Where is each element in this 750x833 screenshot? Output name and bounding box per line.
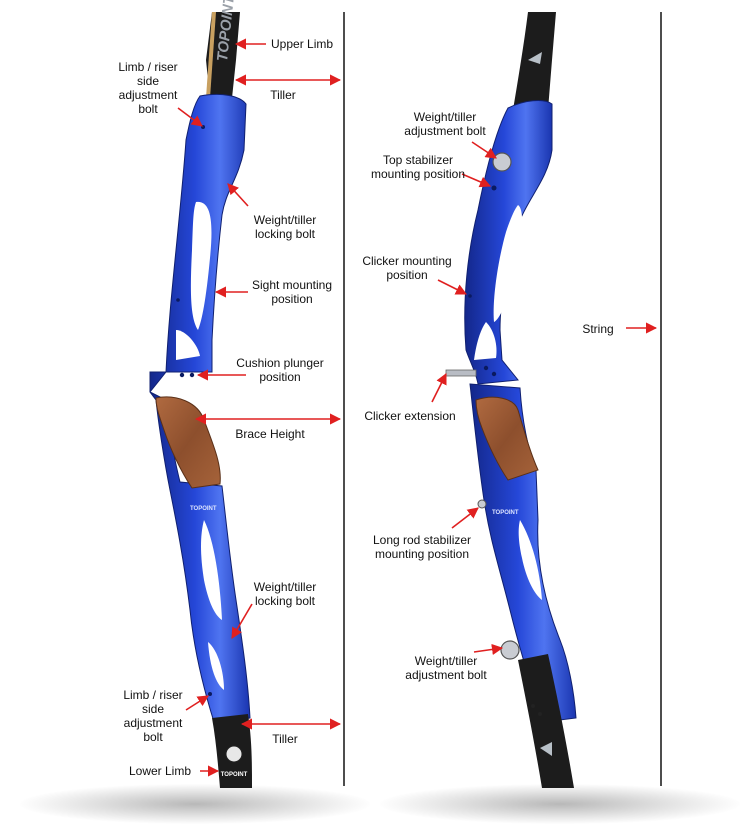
right-lower-limb [518,654,574,788]
arrow-adjustment-bolt-top [471,141,497,159]
label-adjustment-bolt-top: Weight/tiller adjustment bolt [404,110,486,138]
label-tiller-top: Tiller [270,88,296,102]
left-plunger-hole-2 [189,372,195,378]
label-adjustment-bolt-bottom: Weight/tiller adjustment bolt [405,654,487,682]
label-clicker-mount: Clicker mounting position [362,254,452,282]
label-locking-bolt-bottom: Weight/tiller locking bolt [253,580,317,608]
arrow-top-stabilizer [461,173,492,188]
right-riser-brand: TOPOINT [492,510,519,516]
label-clicker-extension: Clicker extension [364,409,456,423]
right-stabilizer-top-hole [491,185,497,191]
label-cushion-plunger: Cushion plunger position [236,356,324,384]
left-lower-limb-brand: TOPOINT [221,772,248,778]
left-riser-brand: TOPOINT [190,506,217,512]
right-floor-shadow [380,784,740,824]
arrow-locking-bolt-top [227,183,249,207]
left-upper-limb [206,12,240,100]
right-lower-limb-marker-icon [540,742,552,756]
left-riser-window-4 [208,642,224,690]
left-limb-bolt-bottom-dot [208,692,212,696]
right-long-rod-hole [477,499,487,509]
arrow-long-rod [451,507,479,529]
right-clicker-extension-rod [445,369,477,377]
left-limb-logo-icon [225,745,243,763]
right-adjustment-bolt-top-icon [492,152,512,172]
right-limb-bolt-dot-1 [531,704,535,708]
label-limb-bolt-bottom: Limb / riser side adjustment bolt [123,688,183,744]
left-riser-window-1 [190,201,212,330]
arrow-adjustment-bolt-bottom [473,643,504,655]
label-lower-limb: Lower Limb [128,764,192,778]
arrow-clicker-mount [437,279,468,295]
left-floor-shadow [20,784,370,824]
label-upper-limb: Upper Limb [271,37,334,51]
right-riser-window-1 [493,205,523,322]
label-tiller-bottom: Tiller [272,732,298,746]
left-riser [149,93,251,723]
right-riser-hole-b [491,371,497,377]
left-upper-limb-edge [206,12,216,98]
label-locking-bolt-top: Weight/tiller locking bolt [253,213,317,241]
label-top-stabilizer: Top stabilizer mounting position [370,153,466,181]
label-sight-mount: Sight mounting position [251,278,333,306]
right-clicker-hole [468,294,472,298]
left-plunger-hole-1 [179,372,185,378]
label-brace-height: Brace Height [235,427,305,441]
label-string: String [582,322,614,336]
arrow-clicker-extension [431,372,447,403]
left-grip [155,396,221,489]
right-arrows [431,141,658,655]
right-riser-window-3 [518,520,542,600]
left-riser-window-2 [176,330,200,360]
right-adjustment-bolt-bottom-icon [500,640,520,660]
arrow-locking-bolt-bottom [231,603,253,639]
arrow-limb-bolt-bottom [185,695,209,711]
right-upper-limb-marker-icon [528,52,542,64]
right-bow: TOPOINT [445,12,577,788]
left-bow: TOPOINT TOPOINT TOPOINT [149,0,252,788]
right-grip [475,396,539,481]
left-sight-hole [176,298,180,302]
right-riser-hole-a [483,365,489,371]
right-riser-window-2 [474,322,497,360]
right-limb-bolt-dot-2 [538,712,542,716]
right-upper-limb [512,12,556,116]
left-riser-window-3 [201,520,222,620]
left-arrows [177,38,342,777]
label-long-rod: Long rod stabilizer mounting position [372,533,472,561]
arrow-limb-bolt-top [177,107,203,127]
label-limb-bolt-top: Limb / riser side adjustment bolt [118,60,178,116]
